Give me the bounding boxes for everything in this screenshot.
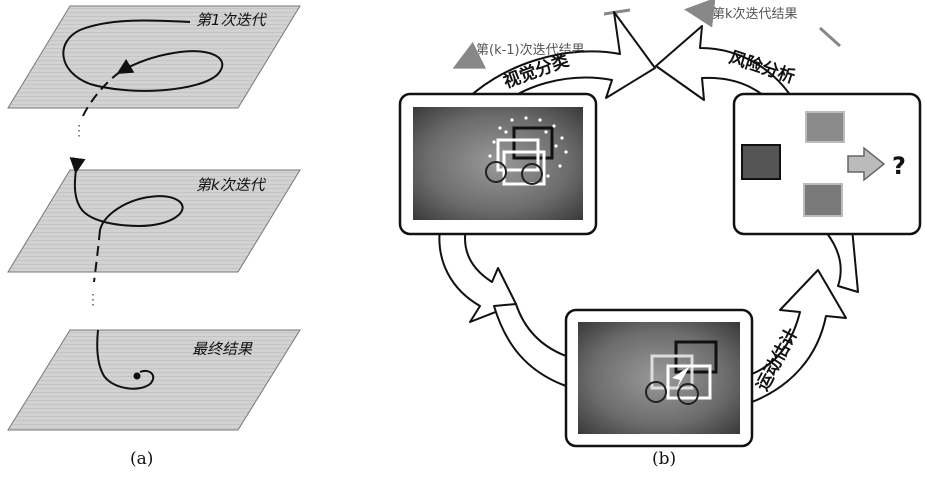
question-mark: ? <box>892 152 906 180</box>
current-result-label: 第k次迭代结果 <box>712 6 798 22</box>
ellipsis-dots-2: ⋮ <box>86 292 100 308</box>
current-result-arrow <box>690 10 708 12</box>
current-result-label-group: 第k次迭代结果 <box>690 6 840 46</box>
thumbnail-candidate-2 <box>804 184 842 216</box>
caption-b: (b) <box>652 449 676 469</box>
panel-b: 第(k-1)次迭代结果 第k次迭代结果 视觉分类 风险分析 运动估计 <box>400 6 920 469</box>
arrow-right-connector <box>826 228 858 292</box>
plane-label-1: 第1次迭代 <box>196 11 268 29</box>
aerial-photo-motion <box>578 322 740 434</box>
previous-result-arrow <box>458 60 470 66</box>
thumbnail-candidate-1 <box>806 112 844 142</box>
current-result-tail <box>820 28 840 46</box>
caption-a: (a) <box>130 449 153 469</box>
plane-label-final: 最终结果 <box>192 340 253 358</box>
previous-result-tail <box>604 10 630 14</box>
plane-label-k: 第k次迭代 <box>196 176 267 194</box>
ellipsis-dots-1: ⋮ <box>72 123 86 139</box>
panel-a: 第1次迭代 ⋮ 第k次迭代 ⋮ 最终结果 (a) <box>8 6 300 469</box>
arrow-bottom-left <box>494 304 566 386</box>
thumbnail-target <box>742 145 780 179</box>
final-point-marker <box>134 373 141 380</box>
